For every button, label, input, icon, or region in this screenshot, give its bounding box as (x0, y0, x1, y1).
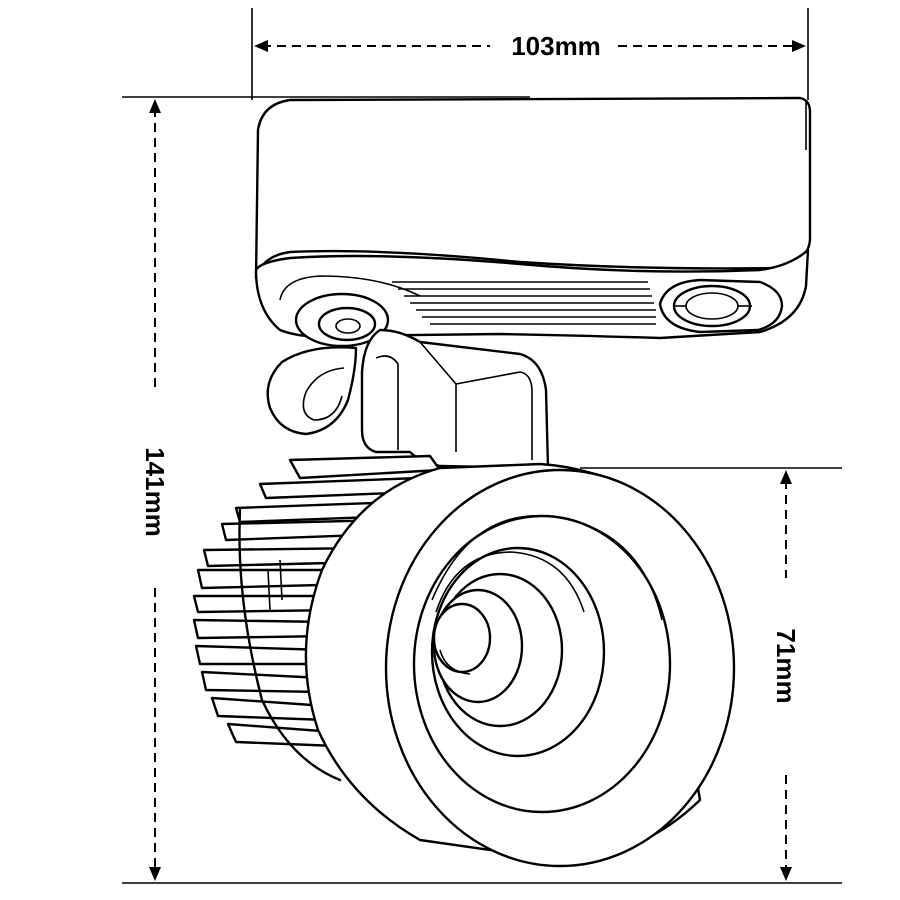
height-dimension: 141mm (140, 99, 170, 881)
mounting-bracket (360, 328, 550, 470)
lamp-head (304, 462, 736, 868)
head-height-dimension: 71mm (771, 470, 801, 881)
track-adapter (254, 96, 812, 340)
arrow-right-icon (792, 40, 806, 52)
width-label: 103mm (511, 31, 601, 61)
width-dimension: 103mm (254, 31, 806, 61)
height-label: 141mm (140, 447, 170, 537)
lock-knob (658, 278, 784, 334)
arrow-up-icon (780, 470, 792, 484)
arrow-down-icon (780, 867, 792, 881)
arrow-left-icon (254, 40, 268, 52)
extension-lines (122, 8, 842, 884)
head-height-label: 71mm (771, 628, 801, 703)
adjustment-knob (266, 346, 358, 436)
arrow-up-icon (149, 99, 161, 113)
pivot-screw (294, 292, 390, 348)
arrow-down-icon (149, 867, 161, 881)
vent-slots (392, 281, 656, 325)
lens-inner (432, 602, 492, 674)
